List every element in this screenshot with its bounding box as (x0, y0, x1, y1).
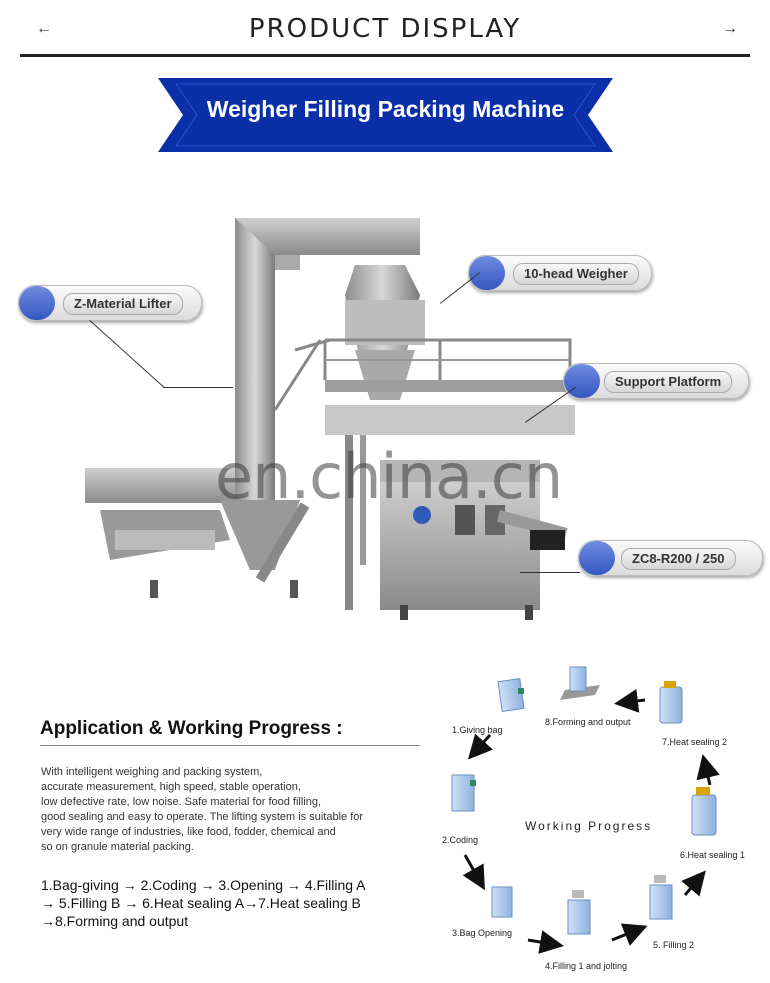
step-label: 3.Bag Opening (452, 928, 513, 938)
working-progress-diagram: Working Progress 1.Giving bag 2.Coding 3… (430, 655, 760, 975)
callout-label: ZC8-R200 / 250 (621, 548, 736, 570)
step-label: 6.Heat sealing 1 (680, 850, 746, 860)
diagram-graphics (451, 666, 720, 954)
callout-model-number: ZC8-R200 / 250 (578, 540, 763, 576)
step-label: 2.Coding (442, 835, 479, 845)
banner-title: Weigher Filling Packing Machine (206, 96, 565, 122)
next-arrow-icon[interactable]: → (722, 20, 738, 37)
packing-machine-image (85, 218, 575, 620)
prev-arrow-icon[interactable]: ← (36, 20, 52, 37)
title-banner (158, 78, 613, 152)
callout-marker-icon (564, 364, 600, 398)
callout-z-material-lifter: Z-Material Lifter (18, 285, 202, 321)
header-divider (20, 54, 750, 57)
process-steps: 1.Bag-giving → 2.Coding → 3.Opening → 4.… (41, 877, 366, 929)
section-divider (40, 745, 420, 746)
callout-support-platform: Support Platform (563, 363, 749, 399)
page-title: PRODUCT DISPLAY (248, 14, 522, 44)
callout-marker-icon (579, 541, 615, 575)
diagram-center-label: Working Progress (525, 819, 653, 833)
step-label: 7.Heat sealing 2 (662, 737, 728, 747)
callout-label: Support Platform (604, 371, 733, 393)
step-label: 8.Forming and output (545, 717, 631, 727)
leader-line (163, 387, 233, 388)
step-label: 4.Filling 1 and jolting (545, 961, 628, 971)
callout-10-head-weigher: 10-head Weigher (468, 255, 652, 291)
watermark: en.china.cn (215, 440, 563, 513)
step-label: 1.Giving bag (452, 725, 503, 735)
callout-marker-icon (469, 256, 505, 290)
step-label: 5. Filling 2 (653, 940, 695, 950)
callout-label: Z-Material Lifter (63, 293, 183, 315)
application-description: With intelligent weighing and packing sy… (41, 766, 364, 853)
application-title: Application & Working Progress : (40, 718, 343, 739)
leader-line (520, 572, 580, 573)
callout-marker-icon (19, 286, 55, 320)
callout-label: 10-head Weigher (513, 263, 639, 285)
